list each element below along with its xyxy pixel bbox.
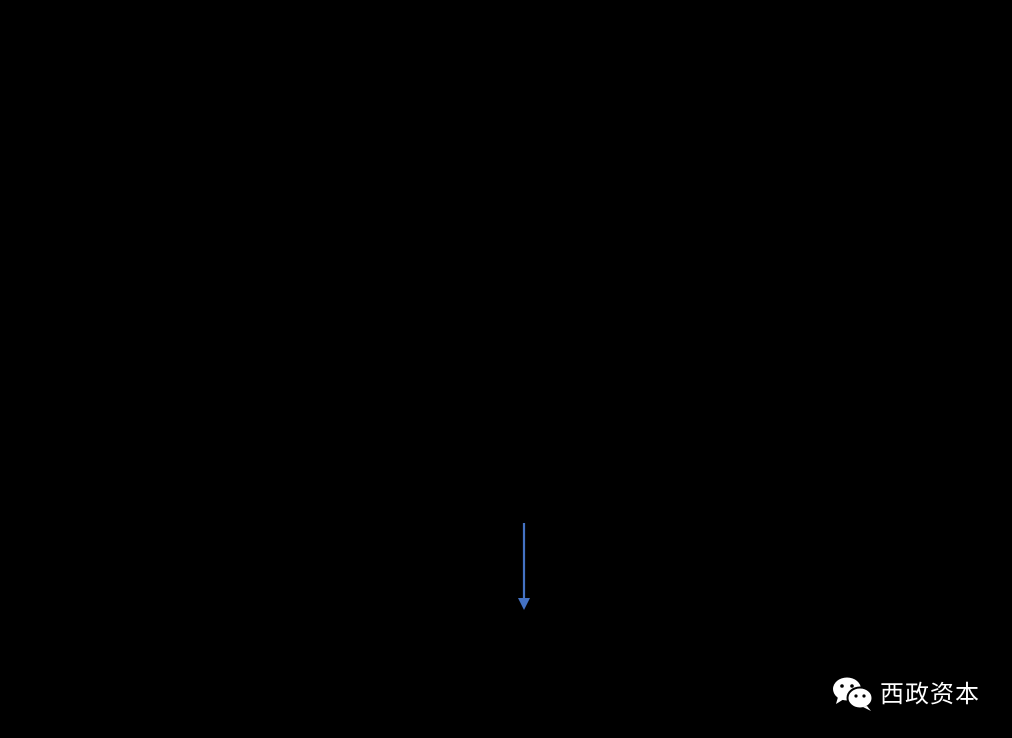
down-arrow-connector (518, 523, 530, 610)
watermark-text: 西政资本 (880, 680, 980, 708)
wechat-icon (833, 677, 874, 711)
watermark: 西政资本 (832, 674, 980, 714)
